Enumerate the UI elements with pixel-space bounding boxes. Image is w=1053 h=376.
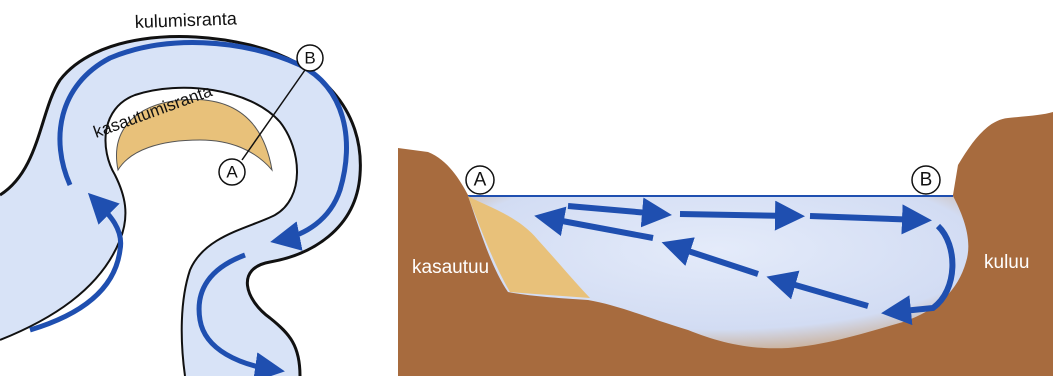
- river-cross-section: A B kasautuu kuluu: [398, 0, 1053, 376]
- point-a-label: A: [226, 163, 238, 182]
- flow-arrow-3: [810, 216, 920, 220]
- label-kuluu: kuluu: [984, 252, 1029, 273]
- flow-arrow-2: [680, 214, 793, 216]
- point-b-label: B: [304, 49, 315, 68]
- label-kulumisranta: kulumisranta: [134, 8, 238, 32]
- label-kasautuu: kasautuu: [412, 257, 489, 278]
- meander-plan-view: kulumisranta kasautumisranta B A: [0, 0, 380, 376]
- section-point-a-label: A: [474, 170, 487, 191]
- section-point-b-label: B: [920, 170, 933, 191]
